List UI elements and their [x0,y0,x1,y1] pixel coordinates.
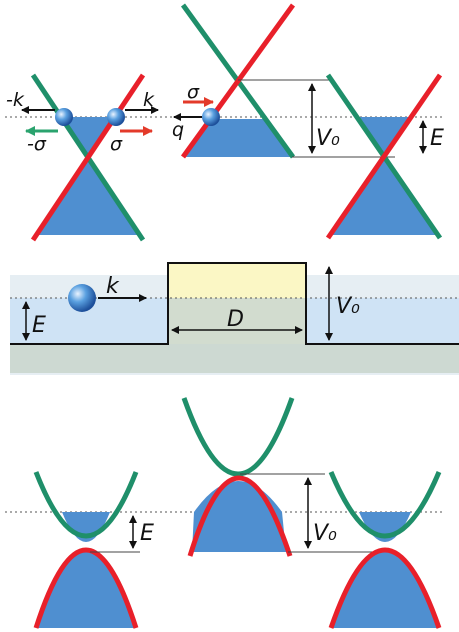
middle-cone-filled-region [186,119,292,157]
right-cone-filled-region [330,157,440,235]
middle-dirac-cone: V₀ σ q [172,5,395,157]
substrate [10,344,459,373]
left-electron-ball [55,108,73,126]
label-bottom-v0: V₀ [313,521,337,546]
label-right-e: E [430,126,444,151]
right-electron-ball [107,108,125,126]
middle-bilayer-bands: V₀ [184,398,395,556]
middle-electron-ball [202,108,220,126]
middle-green-upper-band [184,398,292,474]
left-dirac-cone: -k k -σ σ [6,75,158,240]
left-bilayer-bands: E [36,472,154,628]
right-bilayer-bands [331,472,439,628]
label-q: q [172,119,184,141]
label-minus-sigma: -σ [27,133,47,155]
label-middle-v0: V₀ [316,126,340,151]
label-minus-k: -k [6,89,25,111]
label-barrier-k: k [106,274,120,299]
label-barrier-d: D [227,307,244,332]
top-row-cones: -k k -σ σ V₀ σ q [5,5,445,240]
label-sigma: σ [110,133,123,155]
bottom-row-parabolas: E V₀ [5,398,445,628]
label-k: k [143,89,155,111]
label-barrier-v0: V₀ [336,294,360,319]
left-cone-filled-region [38,157,138,235]
label-barrier-e: E [32,313,46,338]
barrier-electron-ball [68,284,96,312]
label-bottom-left-e: E [140,521,154,546]
potential-barrier-panel: k E D V₀ [10,263,459,375]
label-middle-sigma: σ [187,81,200,103]
gate-yellow [168,263,306,298]
